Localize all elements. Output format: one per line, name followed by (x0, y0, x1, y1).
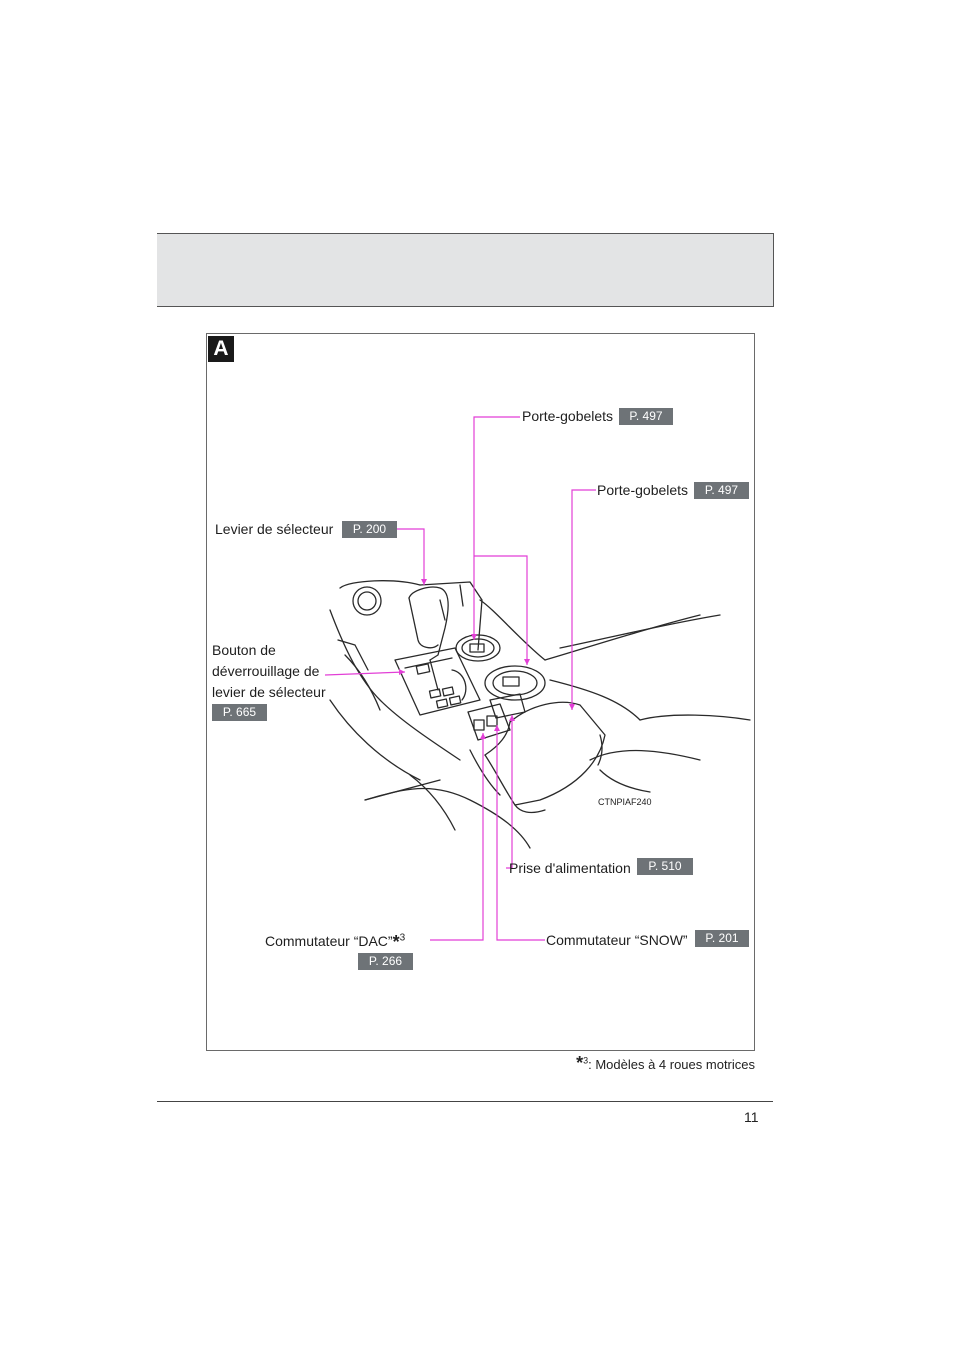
label-dac-switch-note: 3 (399, 932, 406, 944)
illustration-frame (206, 333, 755, 1051)
bottom-rule (157, 1101, 773, 1102)
label-shift-lock-release-line-2: déverrouillage de (212, 663, 320, 679)
illustration-code: CTNPIAF240 (598, 797, 652, 807)
ref-badge-power-outlet[interactable]: P. 510 (637, 858, 693, 875)
label-shift-lock-release-line-3: levier de sélecteur (212, 684, 326, 700)
asterisk-icon: * (392, 932, 400, 952)
label-shift-lock-release-line-1: Bouton de (212, 642, 276, 658)
footnote-asterisk-icon: * (576, 1053, 584, 1073)
label-cupholder-front: Porte-gobelets (597, 482, 689, 498)
page-number: 11 (744, 1109, 759, 1125)
label-dac-switch-text: Commutateur “DAC” (265, 933, 393, 949)
ref-badge-cupholder-rear[interactable]: P. 497 (619, 408, 673, 425)
label-snow-switch: Commutateur “SNOW” (546, 932, 688, 948)
label-cupholder-rear: Porte-gobelets (522, 408, 614, 424)
section-letter-badge: A (208, 336, 234, 362)
ref-badge-snow-switch[interactable]: P. 201 (695, 930, 749, 947)
label-dac-switch: Commutateur “DAC”*3 (265, 930, 406, 952)
ref-badge-shift-lock-release[interactable]: P. 665 (212, 704, 267, 721)
ref-badge-dac-switch[interactable]: P. 266 (358, 953, 413, 970)
label-power-outlet: Prise d'alimentation (509, 860, 631, 876)
label-shift-lock-release: Bouton de déverrouillage de levier de sé… (212, 640, 326, 703)
header-band (157, 233, 774, 307)
ref-badge-shift-lever[interactable]: P. 200 (342, 521, 397, 538)
leader-lines (324, 416, 596, 941)
footnote-text: : Modèles à 4 roues motrices (588, 1057, 755, 1072)
footnote: *3: Modèles à 4 roues motrices (576, 1053, 755, 1074)
ref-badge-cupholder-front[interactable]: P. 497 (694, 482, 749, 499)
footnote-number: 3 (583, 1055, 589, 1066)
label-shift-lever: Levier de sélecteur (215, 521, 334, 537)
